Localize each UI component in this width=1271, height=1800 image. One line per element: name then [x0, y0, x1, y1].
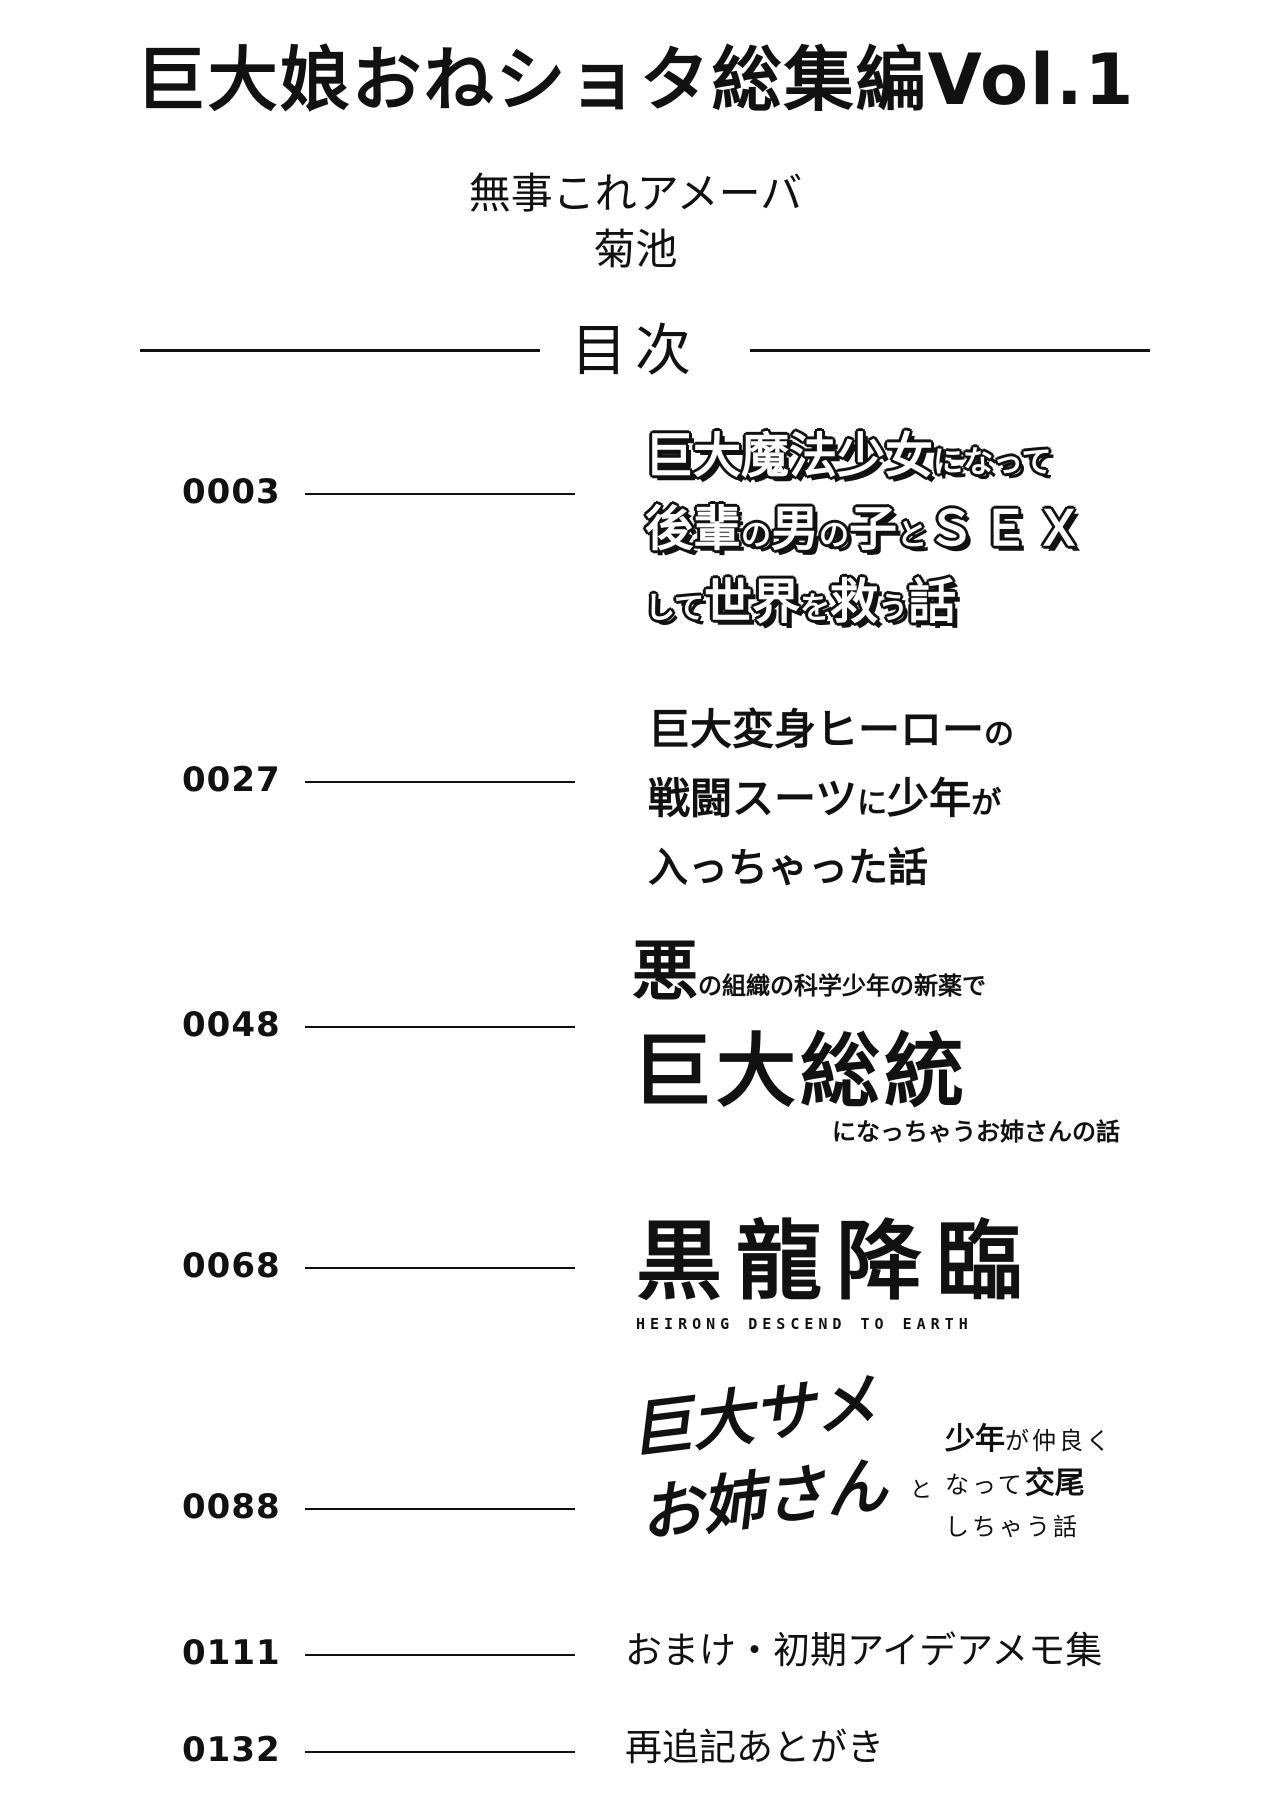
title-text: の組織の科学少年の新薬で [698, 971, 986, 1000]
toc-entry-title[interactable]: 巨大サメ お姉さん [625, 1353, 943, 1556]
toc-entry-title[interactable]: 黒龍降臨 HEIRONG DESCEND TO EARTH [636, 1212, 1076, 1336]
title-text: になっちゃうお姉さんの話 [832, 1117, 1120, 1146]
title-text: 世界 [704, 574, 801, 630]
title-text: 話 [908, 574, 957, 630]
title-text: 入っちゃった話 [648, 845, 928, 891]
title-text: なって [945, 1471, 1025, 1499]
title-text: 子 [849, 501, 898, 557]
toc-heading: 目次 [571, 319, 699, 384]
toc-leader-line [305, 1654, 575, 1656]
title-text: 少年 [887, 774, 972, 823]
author-name: 菊池 [593, 225, 678, 274]
toc-page-number: 0132 [182, 1730, 281, 1770]
toc-leader-line [305, 1751, 575, 1753]
title-text: 救 [830, 574, 879, 630]
toc-entry-title[interactable]: おまけ・初期アイデアメモ集 [625, 1629, 1103, 1672]
toc-entry-title[interactable]: 巨大変身ヒーローの 戦闘スーツに少年が 入っちゃった話 [648, 700, 1108, 906]
title-text: 巨大魔法少女 [645, 428, 934, 484]
title-text: に [857, 786, 888, 821]
toc-entry-title[interactable]: 再追記あとがき [625, 1726, 884, 1769]
title-text: 少年 [945, 1422, 1005, 1457]
title-text: 巨大総統 [632, 1024, 968, 1118]
title-text: 黒龍降臨 [636, 1212, 1036, 1312]
title-text: 巨大変身ヒーロー [648, 705, 985, 754]
title-text: を [800, 591, 831, 626]
title-text: になって [933, 445, 1052, 480]
toc-page-number: 0088 [182, 1487, 281, 1527]
title-text: 交尾 [1024, 1466, 1085, 1501]
toc-entry-title[interactable]: 悪の組織の科学少年の新薬で 巨大総統 になっちゃうお姉さんの話 [632, 932, 1120, 1147]
toc-entry-title[interactable]: 巨大魔法少女になって 後輩の男の子とＳＥＸ して世界を救う話 [645, 425, 1115, 644]
title-text: の [741, 518, 772, 553]
title-text: 後輩 [645, 501, 742, 557]
title-text: しちゃう話 [945, 1513, 1080, 1541]
toc-entry-subtitle: 少年が仲良く なって交尾 しちゃう話 [945, 1420, 1165, 1546]
toc-heading-rule-right [750, 349, 1150, 352]
title-text: が仲良く [1005, 1427, 1113, 1455]
title-connector: と [910, 1478, 933, 1503]
title-text: が [971, 786, 1002, 821]
toc-page-number: 0111 [182, 1633, 281, 1673]
toc-leader-line [305, 1267, 575, 1269]
book-title: 巨大娘おねショタ総集編Vol.1 [135, 39, 1136, 121]
toc-page-number: 0048 [182, 1005, 281, 1045]
title-text: 男 [771, 501, 820, 557]
author-circle: 無事これアメーバ [468, 169, 803, 218]
toc-leader-line [305, 781, 575, 783]
title-text: の [984, 717, 1015, 752]
title-text: と [897, 518, 928, 553]
title-text: の [819, 518, 850, 553]
toc-page-number: 0027 [182, 760, 281, 800]
title-text: う [878, 591, 909, 626]
toc-heading-rule-left [140, 349, 540, 352]
title-text: ＳＥＸ [927, 501, 1090, 557]
title-text: して [645, 591, 705, 626]
toc-leader-line [305, 1508, 575, 1510]
toc-page-number: 0068 [182, 1246, 281, 1286]
title-text: 戦闘スーツ [648, 774, 858, 823]
toc-page-number: 0003 [182, 472, 281, 512]
title-text: 悪 [632, 932, 698, 1010]
toc-leader-line [305, 1026, 575, 1028]
title-subtitle: HEIRONG DESCEND TO EARTH [636, 1315, 973, 1333]
toc-leader-line [305, 493, 575, 495]
